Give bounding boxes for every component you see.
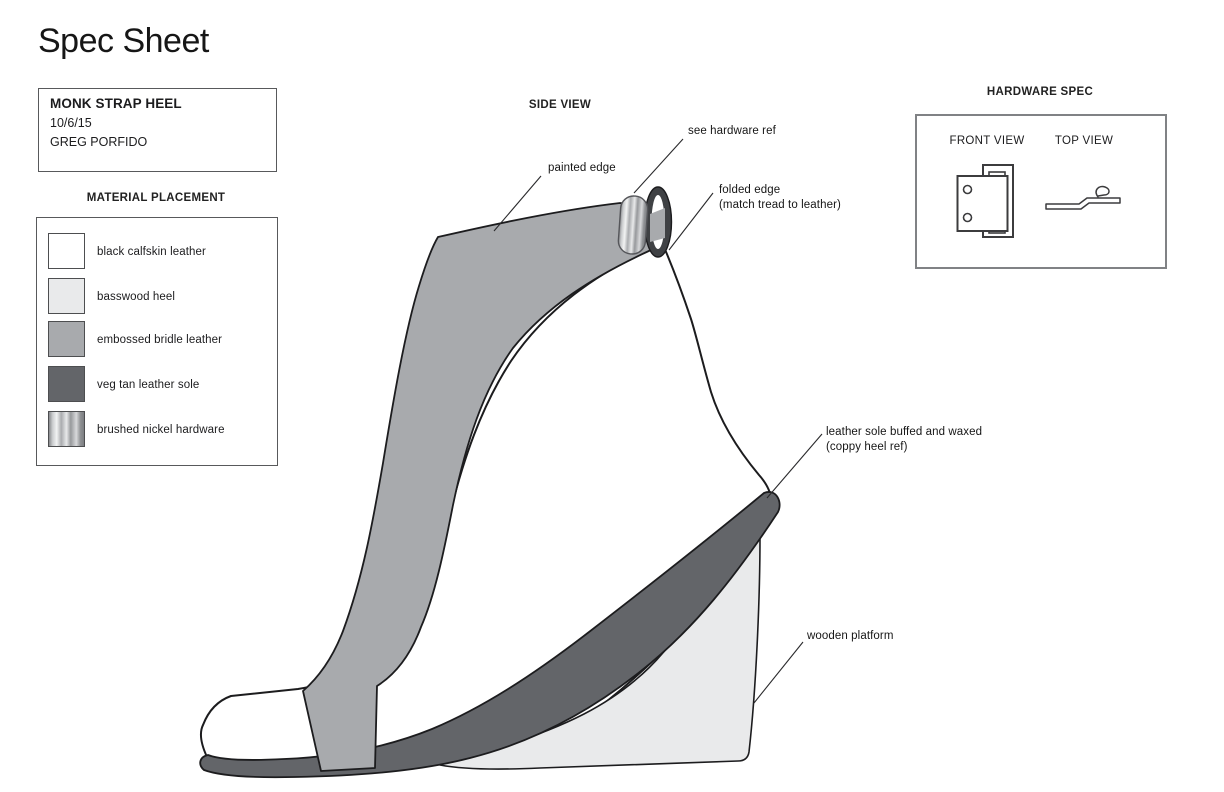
product-name: MONK STRAP HEEL	[50, 96, 182, 111]
annotation-folded-edge: folded edge (match tread to leather)	[719, 183, 841, 212]
wedge-platform-basswood	[435, 516, 761, 770]
legend-row: basswood heel	[37, 278, 277, 315]
annotation-wooden-platform: wooden platform	[807, 630, 894, 642]
leather-sole	[199, 491, 781, 779]
material-swatch	[48, 233, 85, 269]
leader-folded-edge	[668, 192, 714, 251]
spec-date: 10/6/15	[50, 116, 92, 130]
material-swatch	[48, 321, 85, 357]
legend-row: black calfskin leather	[37, 233, 277, 270]
material-placement-legend: black calfskin leather basswood heel emb…	[36, 217, 278, 466]
hardware-top-view-label: TOP VIEW	[1054, 135, 1114, 147]
leader-lines	[493, 138, 823, 704]
side-view-title: SIDE VIEW	[528, 99, 592, 111]
material-label: embossed bridle leather	[97, 333, 223, 346]
annotation-painted-edge: painted edge	[548, 162, 616, 174]
annotation-hardware-ref: see hardware ref	[688, 125, 776, 137]
legend-row: veg tan leather sole	[37, 366, 277, 403]
hardware-front-view-label: FRONT VIEW	[949, 135, 1025, 147]
page-title: Spec Sheet	[38, 22, 209, 60]
annotation-leather-sole-line2: (coppy heel ref)	[826, 440, 908, 453]
info-box: MONK STRAP HEEL 10/6/15 GREG PORFIDO	[38, 88, 277, 172]
designer-name: GREG PORFIDO	[50, 135, 148, 149]
leader-hardware-ref	[633, 138, 684, 194]
material-label: brushed nickel hardware	[97, 423, 225, 436]
annotation-folded-edge-line2: (match tread to leather)	[719, 198, 841, 211]
material-swatch	[48, 278, 85, 314]
leader-painted-edge	[493, 175, 542, 232]
material-swatch	[48, 411, 85, 447]
material-label: veg tan leather sole	[97, 378, 200, 391]
leader-wooden-platform	[753, 641, 804, 704]
material-label: black calfskin leather	[97, 245, 206, 258]
legend-row: embossed bridle leather	[37, 321, 277, 358]
material-label: basswood heel	[97, 290, 176, 303]
monk-strap-bridle-leather	[302, 202, 657, 772]
hardware-spec-title: HARDWARE SPEC	[986, 86, 1094, 98]
legend-row: brushed nickel hardware	[37, 411, 277, 448]
upper-body-calfskin	[199, 239, 773, 767]
leader-leather-sole	[766, 433, 823, 499]
buckle-loop	[643, 186, 673, 258]
material-swatch	[48, 366, 85, 402]
annotation-leather-sole-line1: leather sole buffed and waxed	[826, 426, 983, 438]
material-placement-title: MATERIAL PLACEMENT	[86, 192, 226, 204]
annotation-leather-sole: leather sole buffed and waxed (coppy hee…	[826, 425, 982, 454]
annotation-folded-edge-line1: folded edge	[719, 184, 781, 196]
buckle-barrel-nickel	[617, 195, 649, 255]
